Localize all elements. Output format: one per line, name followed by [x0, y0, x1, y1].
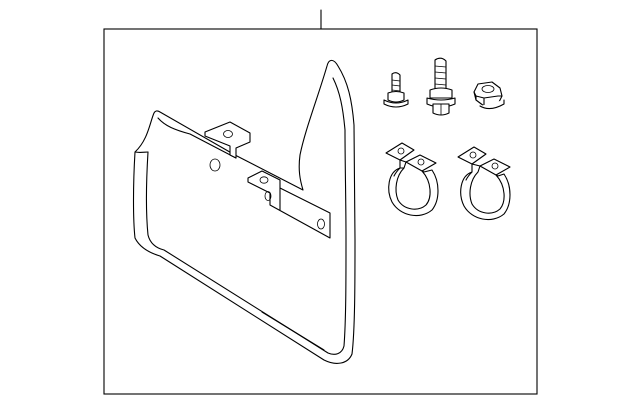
diagram-frame [103, 28, 538, 395]
bolt-long-part[interactable] [426, 57, 456, 116]
screw-short-part[interactable] [383, 72, 409, 108]
clamp-clip-2-part[interactable] [457, 146, 511, 221]
mud-flap-part[interactable] [132, 59, 356, 364]
hex-nut-part[interactable] [473, 81, 505, 110]
clamp-clip-1-part[interactable] [385, 142, 439, 217]
